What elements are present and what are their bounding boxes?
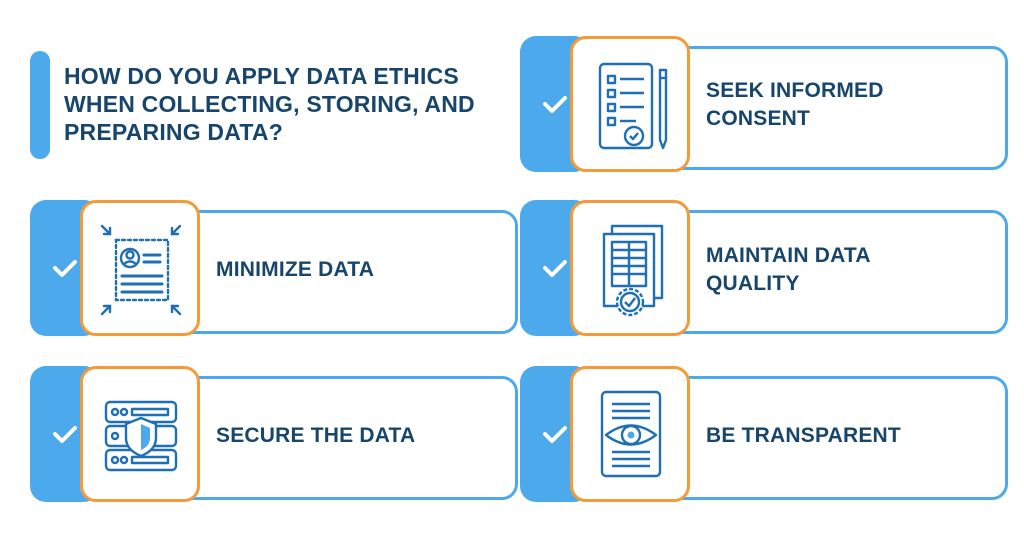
page-title: HOW DO YOU APPLY DATA ETHICS WHEN COLLEC… — [64, 63, 475, 145]
checklist-pencil-icon — [598, 62, 668, 150]
card-label: MAINTAIN DATA QUALITY — [706, 244, 871, 295]
check-icon — [53, 260, 77, 277]
check-icon — [543, 426, 567, 443]
server-shield-icon — [104, 400, 178, 472]
check-icon — [543, 96, 567, 113]
document-eye-icon — [600, 390, 662, 478]
card-maintain-data-quality: MAINTAIN DATA QUALITY — [520, 200, 1008, 336]
card-minimize-data: MINIMIZE DATA — [30, 200, 518, 336]
title-accent-bar — [30, 51, 50, 159]
card-label: BE TRANSPARENT — [706, 424, 901, 447]
card-be-transparent: BE TRANSPARENT — [520, 366, 1008, 502]
icon-box — [570, 200, 690, 336]
profile-shrink-icon — [100, 224, 182, 316]
icon-box — [80, 366, 200, 502]
check-icon — [53, 426, 77, 443]
certified-documents-icon — [602, 224, 664, 317]
icon-box — [570, 366, 690, 502]
icon-box — [570, 36, 690, 172]
card-secure-the-data: SECURE THE DATA — [30, 366, 518, 502]
icon-box — [80, 200, 200, 336]
card-label: SEEK INFORMED CONSENT — [706, 79, 884, 130]
check-icon — [543, 260, 567, 277]
card-seek-informed-consent: SEEK INFORMED CONSENT — [520, 36, 1008, 172]
card-label: SECURE THE DATA — [216, 424, 416, 447]
card-label: MINIMIZE DATA — [216, 258, 375, 281]
